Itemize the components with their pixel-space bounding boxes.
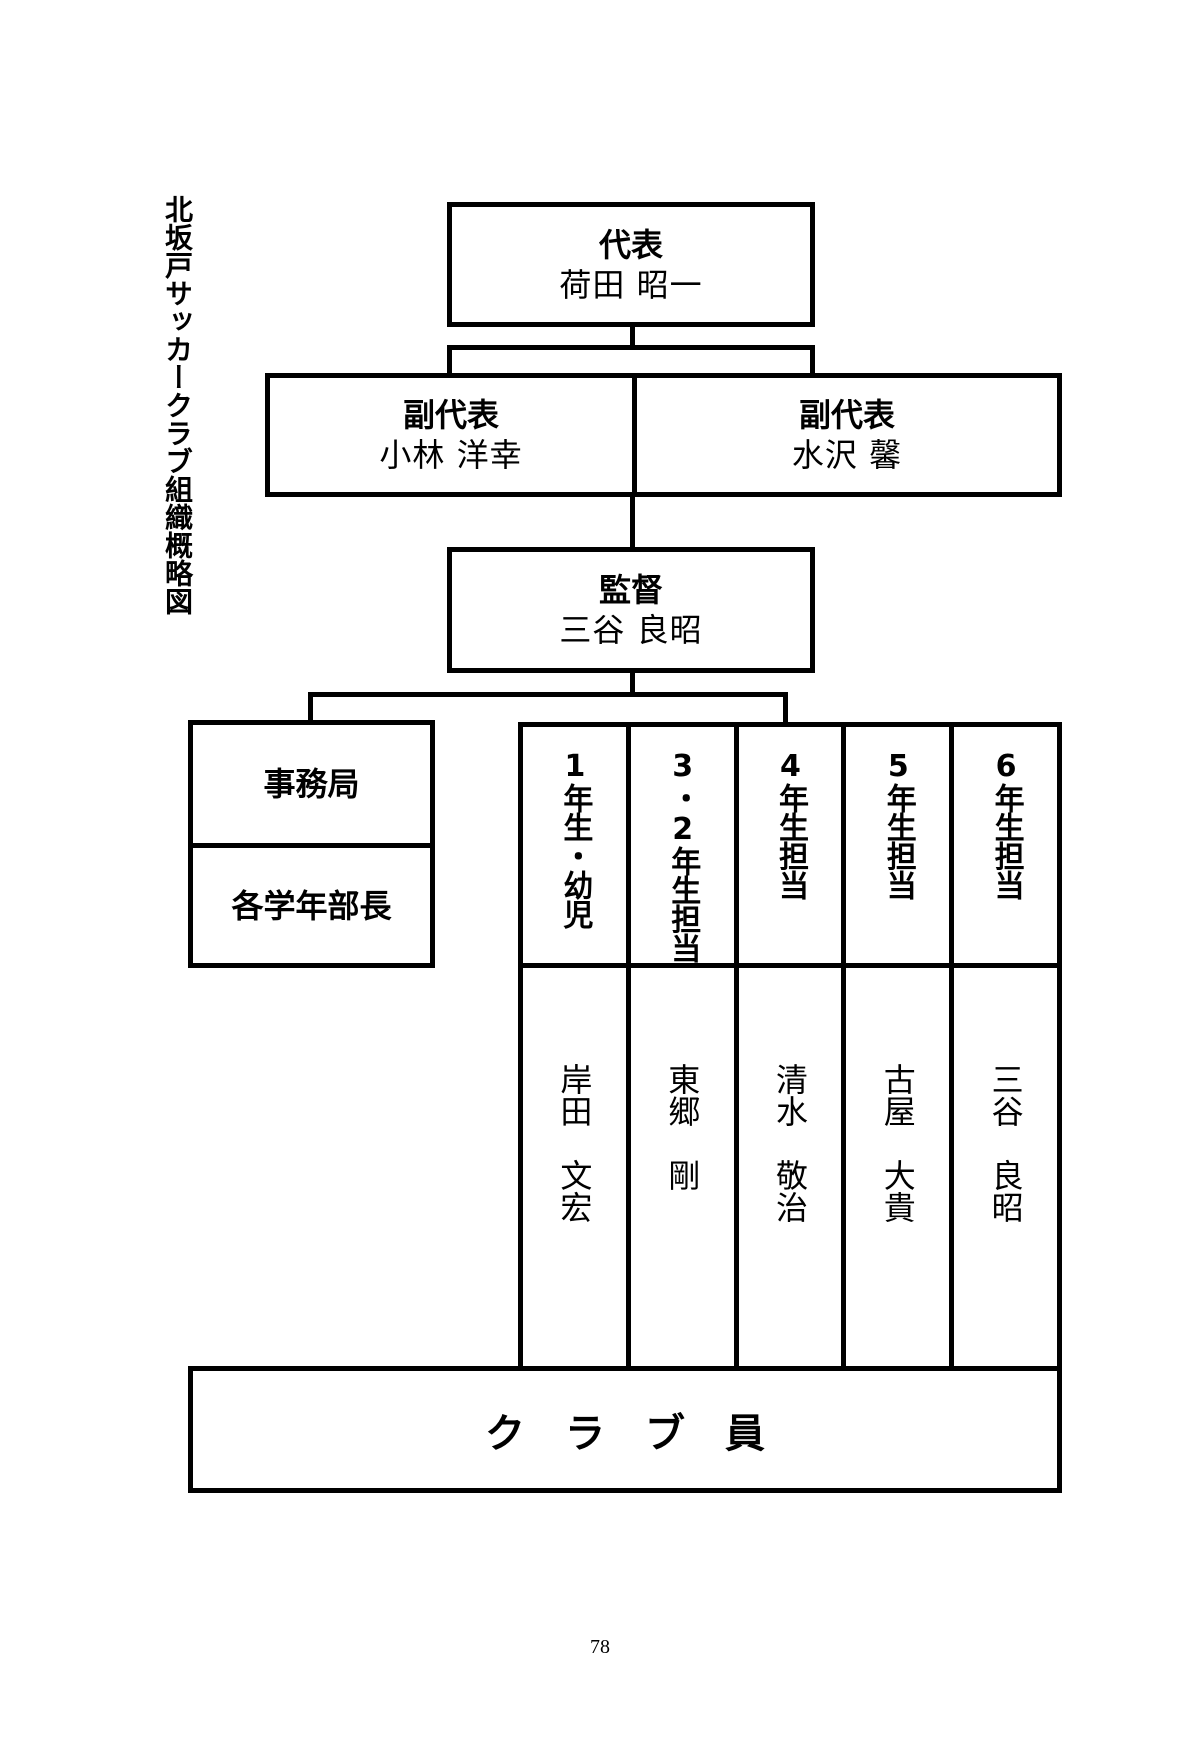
connector-line <box>447 345 452 375</box>
grade-label: 5年生担当 <box>880 749 916 899</box>
connector-line <box>308 692 788 697</box>
representative-name: 荷田 昭一 <box>559 265 703 304</box>
grade-grid: 1年生・幼児 岸田 文宏 3・2年生担当 東郷 剛 4年生担当 清水 敬治 5年… <box>518 722 1062 1388</box>
grade-column: 1年生・幼児 岸田 文宏 <box>523 727 631 1383</box>
grade-person: 清水 敬治 <box>770 1063 809 1223</box>
grade-person: 東郷 剛 <box>663 1063 702 1191</box>
members-label: クラブ員 <box>485 1410 805 1457</box>
grade-column: 5年生担当 古屋 大貴 <box>846 727 955 1383</box>
deputy-name: 水沢 馨 <box>791 436 903 474</box>
grade-label: 3・2年生担当 <box>665 749 701 962</box>
director-box: 監督 三谷 良昭 <box>447 547 815 673</box>
connector-line <box>447 345 815 350</box>
connector-line <box>630 325 635 350</box>
connector-line <box>630 671 635 697</box>
director-role: 監督 <box>598 571 663 609</box>
grade-person: 岸田 文宏 <box>555 1063 594 1223</box>
deputy-box: 副代表 小林 洋幸 <box>265 373 637 497</box>
deputy-role: 副代表 <box>798 396 895 434</box>
grade-column: 6年生担当 三谷 良昭 <box>954 727 1057 1383</box>
deputy-role: 副代表 <box>402 396 499 434</box>
grade-label: 6年生担当 <box>988 749 1024 899</box>
connector-line <box>810 345 815 375</box>
office-box: 事務局 各学年部長 <box>188 720 435 968</box>
page-number: 78 <box>590 1636 610 1658</box>
deputy-box: 副代表 水沢 馨 <box>632 373 1062 497</box>
connector-line <box>630 495 635 550</box>
connector-line <box>783 692 788 724</box>
grade-label: 4年生担当 <box>772 749 808 899</box>
grade-column: 3・2年生担当 東郷 剛 <box>630 727 739 1383</box>
connector-line <box>308 692 313 722</box>
grade-person: 古屋 大貴 <box>878 1063 917 1223</box>
grade-label: 1年生・幼児 <box>557 749 593 928</box>
office-label: 事務局 <box>263 765 360 803</box>
grade-person: 三谷 良昭 <box>986 1063 1025 1223</box>
director-name: 三谷 良昭 <box>559 611 703 649</box>
members-box: クラブ員 <box>188 1366 1062 1493</box>
deputy-name: 小林 洋幸 <box>379 436 523 474</box>
representative-box: 代表 荷田 昭一 <box>447 202 815 327</box>
representative-role: 代表 <box>598 225 663 264</box>
grade-column: 4年生担当 清水 敬治 <box>738 727 847 1383</box>
chart-title: 北坂戸サッカークラブ組織概略図 <box>161 195 194 615</box>
office-sub-label: 各学年部長 <box>231 886 392 925</box>
